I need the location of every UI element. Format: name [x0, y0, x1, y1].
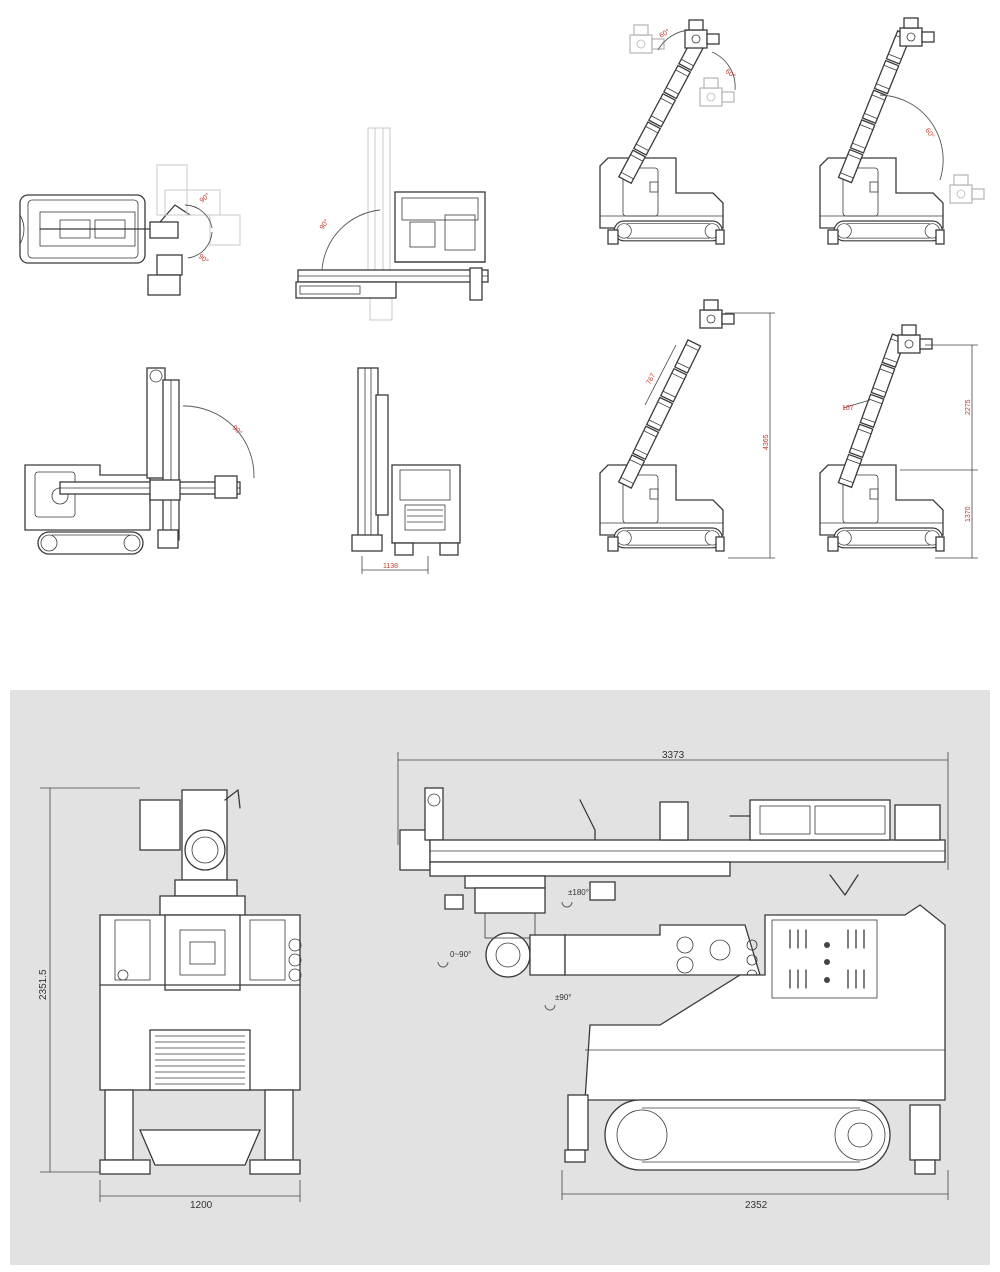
boom-side-view: 90°: [295, 127, 489, 321]
height-b-offset: 167: [842, 405, 854, 412]
plan-angle-a: 90°: [198, 191, 211, 204]
front-view-width: 1200: [190, 1200, 213, 1211]
rotation-0-90: 0~90°: [450, 950, 471, 959]
tilt-a-angle-b: 60°: [724, 67, 737, 80]
side-view: 3373 ±180° 0~90° ±90°: [397, 750, 949, 1211]
side-view-overall: 3373: [662, 750, 685, 761]
rotation-180: ±180°: [568, 888, 589, 897]
side-boom-view: 90°: [24, 367, 255, 555]
rotation-90: ±90°: [555, 993, 572, 1002]
front-view: 2351.5: [38, 787, 302, 1211]
height-a-height: 4365: [763, 434, 770, 450]
plan-view: 90° 90°: [19, 164, 241, 296]
front-small-width: 1138: [383, 563, 398, 570]
boom-side-angle: 90°: [318, 218, 331, 231]
radiator-grille: [155, 1035, 245, 1085]
hydraulic-valve-bank: [789, 929, 865, 989]
height-view-a: 4365 767: [600, 299, 775, 559]
height-b-upper: 2275: [965, 399, 972, 415]
front-view-height: 2351.5: [38, 969, 49, 1000]
tilt-view-b: 60°: [820, 17, 985, 244]
tilt-b-angle: 60°: [923, 127, 936, 140]
front-small-view: 1138: [351, 367, 461, 574]
tilt-view-a: 60° 60°: [600, 19, 737, 244]
height-a-offset: 767: [646, 372, 658, 386]
height-view-b: 2275 1370 167: [820, 324, 978, 559]
side-view-track: 2352: [745, 1200, 768, 1211]
height-b-lower: 1370: [965, 506, 972, 522]
